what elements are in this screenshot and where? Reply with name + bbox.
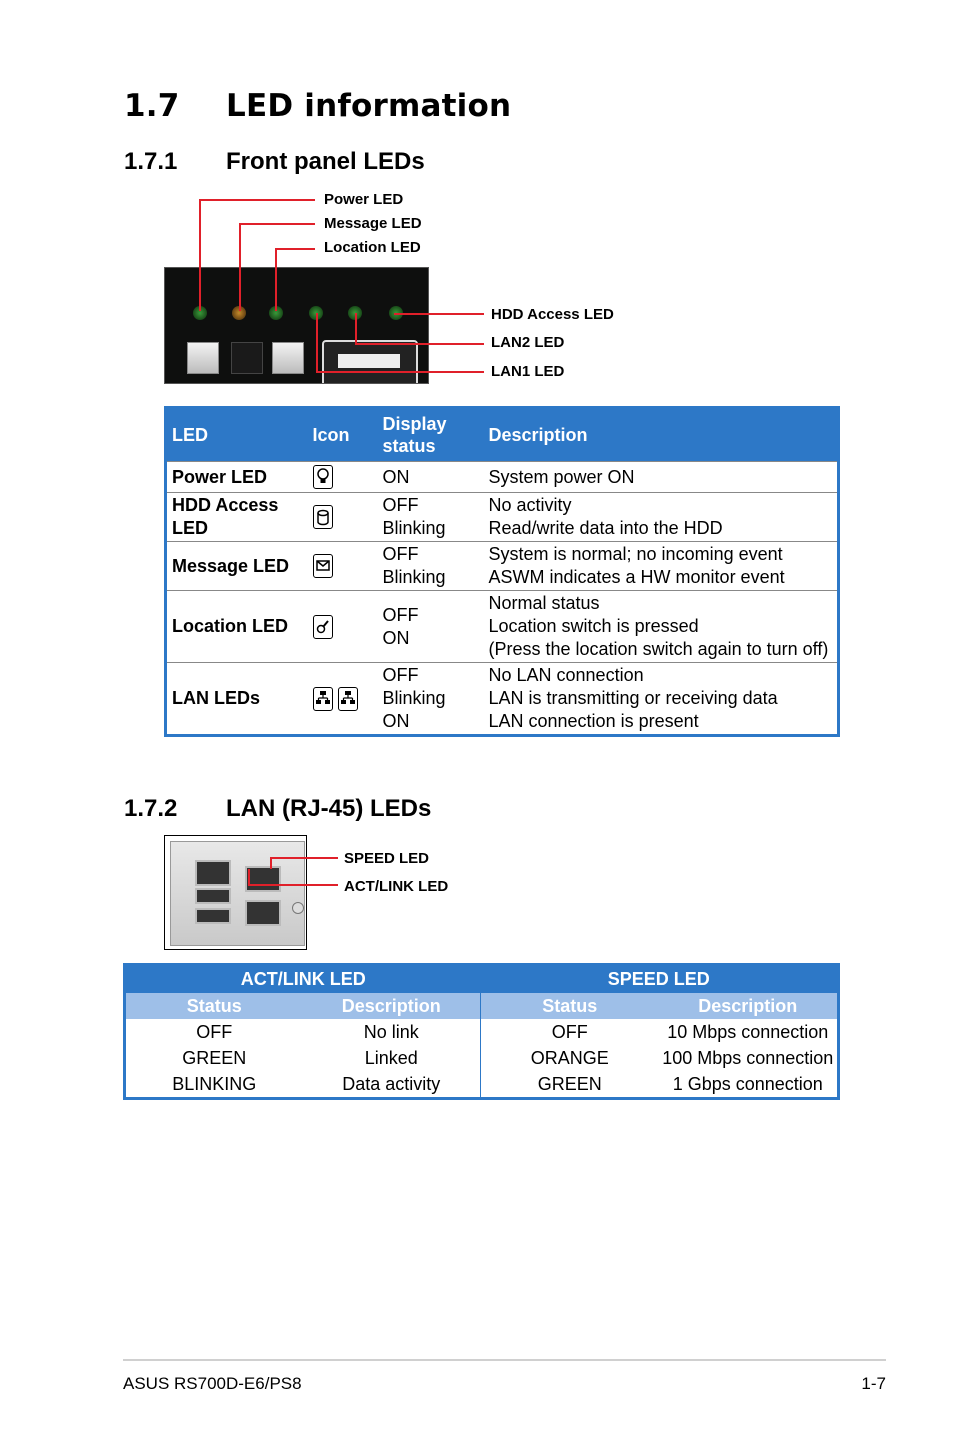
front-led-table: LED Icon Display status Description Powe…	[164, 406, 840, 737]
speed-description: 100 Mbps connection	[662, 1048, 834, 1068]
led-name: Location LED	[165, 590, 308, 663]
header-status: Status	[480, 993, 659, 1019]
network-icon	[312, 686, 333, 711]
led-description: System power ON	[483, 461, 839, 493]
disk-icon	[312, 505, 333, 530]
table-row: OFF No link OFF 10 Mbps connection	[125, 1019, 839, 1045]
header-description: Description	[483, 407, 839, 462]
callout-lan2-led: LAN2 LED	[491, 334, 565, 351]
led-status: ON	[377, 461, 484, 493]
speed-status: ORANGE	[480, 1045, 659, 1071]
location-button	[272, 342, 304, 374]
header-description: Description	[302, 993, 481, 1019]
header-icon: Icon	[307, 407, 378, 462]
power-led-light	[193, 306, 207, 320]
location-led-light	[269, 306, 283, 320]
table-row: GREEN Linked ORANGE 100 Mbps connection	[125, 1045, 839, 1071]
table-row: Location LED OFF ON Normal status Locati…	[165, 590, 839, 663]
subsection-number: 1.7.2	[124, 795, 178, 822]
header-status: Display status	[377, 407, 484, 462]
table-row: Message LED OFF Blinking System is norma…	[165, 541, 839, 591]
header-speed-led: SPEED LED	[480, 964, 839, 993]
subsection-title-text: Front panel LEDs	[226, 148, 425, 175]
location-icon	[312, 614, 333, 639]
callout-power-led: Power LED	[324, 191, 404, 208]
led-description: No LAN connection LAN is transmitting or…	[483, 662, 839, 736]
led-status: OFF ON	[377, 590, 484, 663]
envelope-icon	[312, 554, 333, 579]
usb-port	[322, 340, 418, 383]
subsection-title-text: LAN (RJ-45) LEDs	[226, 795, 432, 822]
act-description: Linked	[364, 1048, 418, 1068]
callout-act-link-led: ACT/LINK LED	[344, 878, 449, 895]
message-led-light	[232, 306, 246, 320]
header-description: Description	[658, 993, 839, 1019]
power-button	[187, 342, 219, 374]
header-led: LED	[165, 407, 308, 462]
bulb-icon	[312, 465, 333, 490]
table-row: LAN LEDs OFF Blinking ON No LAN connecti…	[165, 662, 839, 736]
section-number: 1.7	[124, 88, 180, 124]
led-description: System is normal; no incoming event ASWM…	[483, 541, 839, 591]
led-name: HDD Access LED	[165, 492, 308, 542]
lan-port-image	[164, 835, 307, 950]
speed-description: 1 Gbps connection	[672, 1074, 823, 1094]
callout-lan1-led: LAN1 LED	[491, 363, 565, 380]
led-status: OFF Blinking	[377, 492, 484, 542]
act-status: BLINKING	[172, 1074, 257, 1094]
table-row: BLINKING Data activity GREEN 1 Gbps conn…	[125, 1071, 839, 1099]
footer-product: ASUS RS700D-E6/PS8	[123, 1374, 302, 1393]
led-description: No activity Read/write data into the HDD	[483, 492, 839, 542]
network-icon	[337, 686, 358, 711]
act-status: OFF	[196, 1022, 233, 1042]
header-act-link-led: ACT/LINK LED	[124, 964, 481, 993]
front-panel-image	[164, 267, 429, 384]
table-row: Power LED ON System power ON	[165, 461, 839, 493]
footer-divider	[123, 1359, 886, 1361]
callout-hdd-led: HDD Access LED	[491, 306, 614, 323]
callout-speed-led: SPEED LED	[344, 850, 430, 867]
act-description: Data activity	[342, 1074, 441, 1094]
subsection-title-front: 1.7.1 Front panel LEDs	[124, 148, 425, 176]
act-status: GREEN	[182, 1048, 247, 1068]
speed-description: 10 Mbps connection	[667, 1022, 829, 1042]
led-description: Normal status Location switch is pressed…	[483, 590, 839, 663]
lan-led-table: ACT/LINK LED SPEED LED Status Descriptio…	[123, 963, 840, 1100]
callout-location-led: Location LED	[324, 239, 421, 256]
led-name: LAN LEDs	[165, 662, 308, 736]
header-status: Status	[124, 993, 303, 1019]
footer-page-number: 1-7	[861, 1374, 886, 1393]
act-description: No link	[363, 1022, 419, 1042]
led-status: OFF Blinking ON	[377, 662, 484, 736]
led-name: Message LED	[165, 541, 308, 591]
subsection-number: 1.7.1	[124, 148, 178, 175]
speed-status: OFF	[480, 1019, 659, 1045]
speed-status: GREEN	[480, 1071, 659, 1099]
led-name: Power LED	[165, 461, 308, 493]
subsection-title-lan: 1.7.2 LAN (RJ-45) LEDs	[124, 795, 431, 823]
reset-button	[231, 342, 263, 374]
led-status: OFF Blinking	[377, 541, 484, 591]
callout-message-led: Message LED	[324, 215, 422, 232]
section-title-text: LED information	[226, 88, 512, 124]
section-title: 1.7 LED information	[124, 88, 511, 124]
table-row: HDD Access LED OFF Blinking No activity …	[165, 492, 839, 542]
